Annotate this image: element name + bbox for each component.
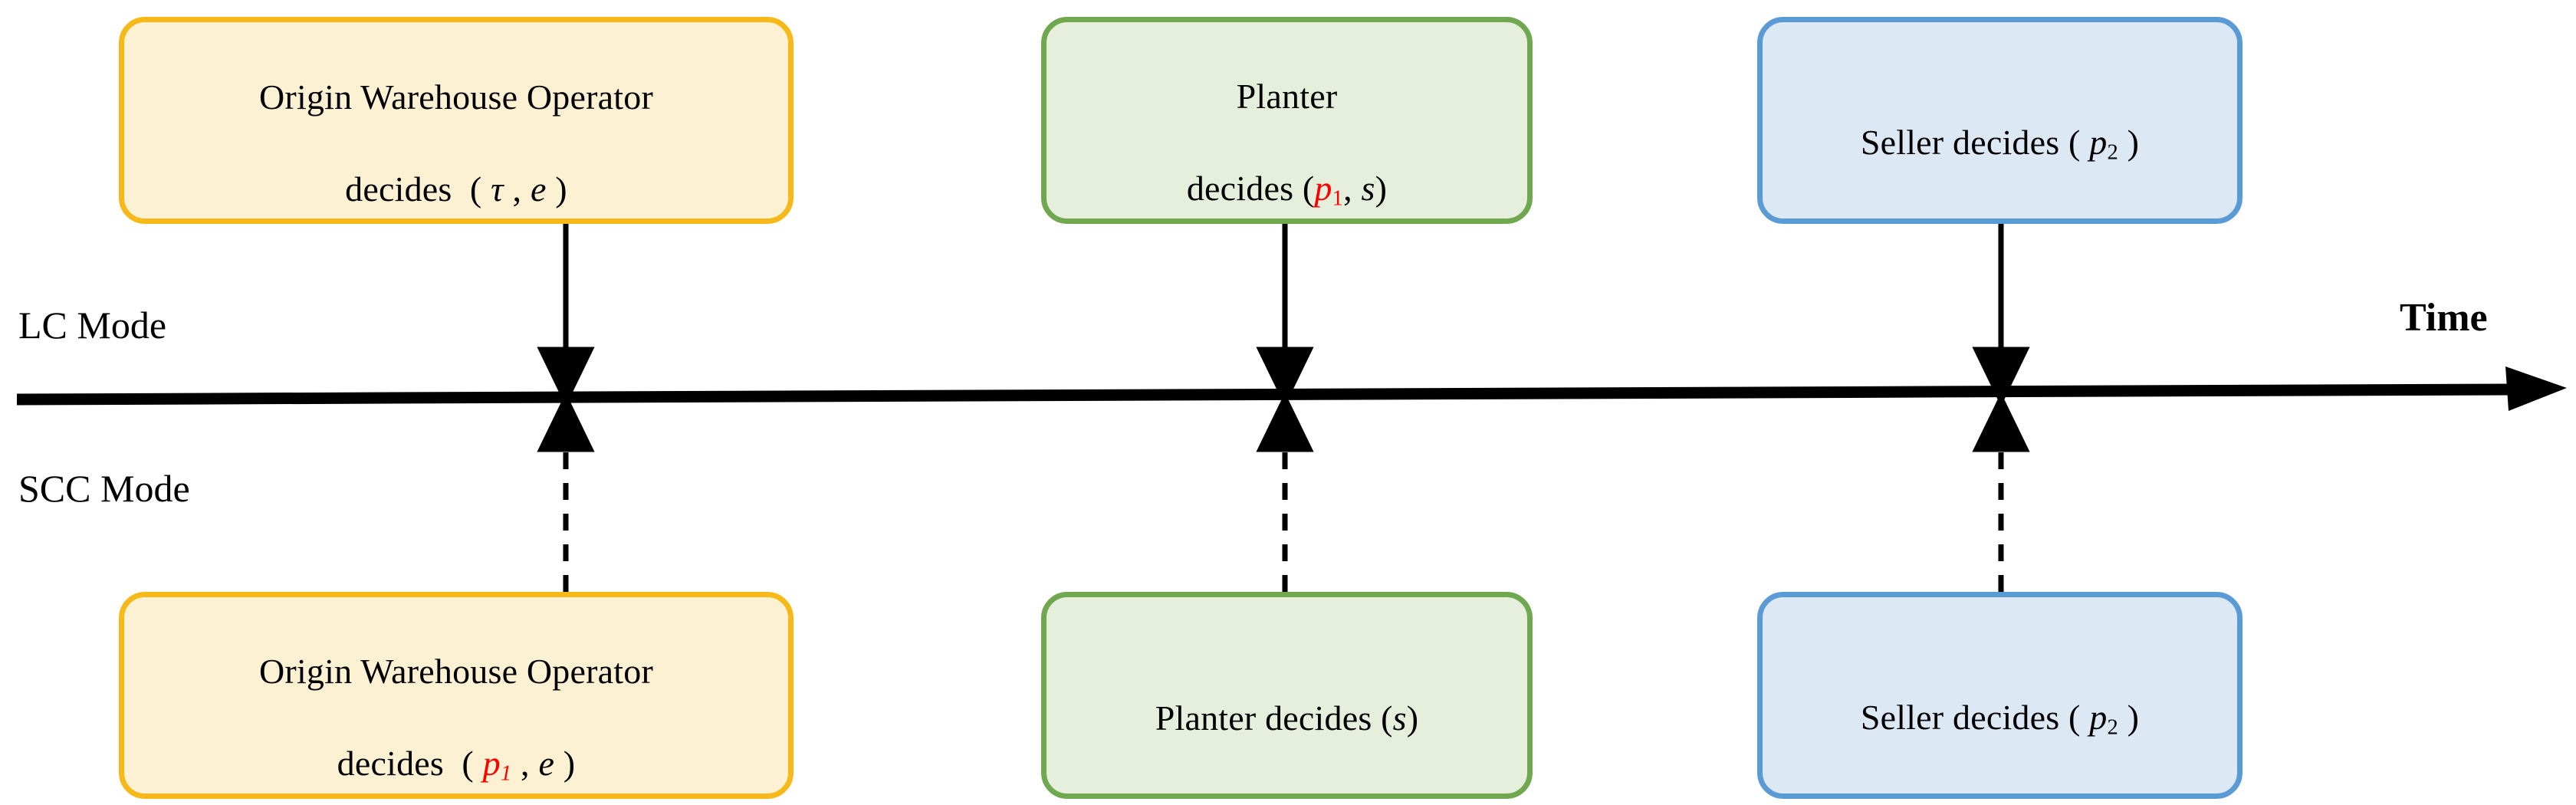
time-axis-label: Time [2400, 296, 2488, 340]
node-label: Origin Warehouse Operator decides ( τ , … [259, 77, 653, 209]
node-label: Seller decides ( p2 ) [1860, 123, 2140, 165]
node-label: Planter decides (s) [1155, 698, 1419, 738]
node-scc-seller[interactable]: Seller decides ( p2 ) [1757, 592, 2242, 799]
connector-upper-3 [1972, 224, 2030, 407]
connector-lower-1 [537, 392, 595, 592]
connector-lower-2 [1256, 392, 1314, 592]
node-scc-origin-warehouse-operator[interactable]: Origin Warehouse Operator decides ( p1 ,… [119, 592, 794, 799]
node-label: Seller decides ( p2 ) [1860, 698, 2140, 740]
connector-upper-2 [1256, 224, 1314, 407]
mode-label-lc: LC Mode [18, 304, 167, 347]
node-scc-planter[interactable]: Planter decides (s) [1041, 592, 1533, 799]
node-lc-origin-warehouse-operator[interactable]: Origin Warehouse Operator decides ( τ , … [119, 17, 794, 224]
mode-label-scc: SCC Mode [18, 467, 190, 510]
connector-lower-3 [1972, 392, 2030, 592]
node-lc-planter[interactable]: Planter decides (p1, s) [1041, 17, 1533, 224]
connector-upper-1 [537, 224, 595, 407]
node-label: Origin Warehouse Operator decides ( p1 ,… [259, 652, 653, 786]
node-lc-seller[interactable]: Seller decides ( p2 ) [1757, 17, 2242, 224]
node-label: Planter decides (p1, s) [1186, 77, 1388, 211]
time-axis-arrow [16, 366, 2567, 411]
